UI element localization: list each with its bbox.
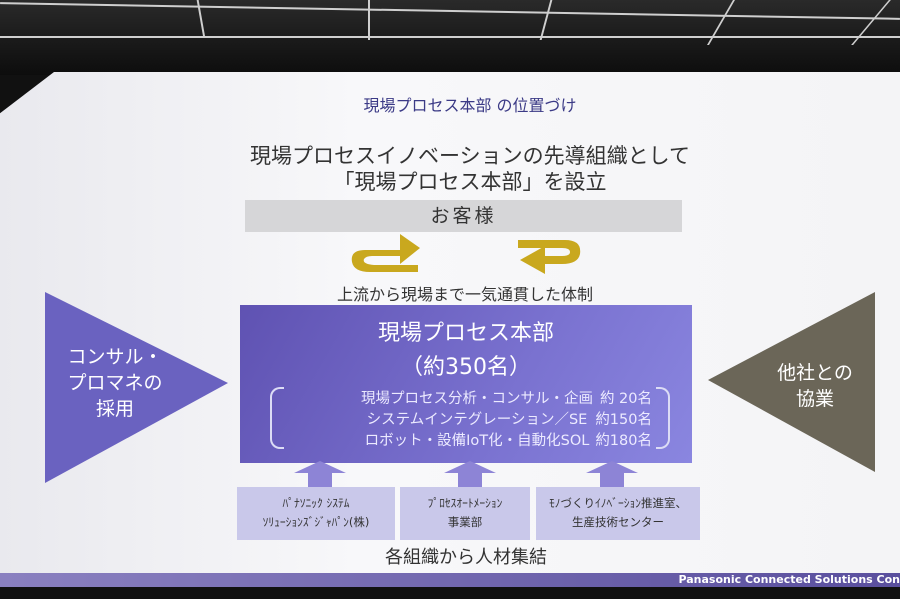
ceiling-beam [368, 0, 370, 40]
ceiling-beam [0, 36, 900, 38]
division-count: 約150名 [595, 412, 652, 428]
cycle-arrow-right-icon [518, 240, 581, 274]
subtitle-line2: 「現場プロセス本部」を設立 [333, 170, 607, 194]
source-box-line: ﾌﾟﾛｾｽｵｰﾄﾒｰｼｮﾝ [427, 496, 503, 510]
division-label: ロボット・設備IoT化・自動化SOL [364, 433, 590, 449]
source-box-pssj: ﾊﾟﾅｿﾆｯｸ ｼｽﾃﾑ ｿﾘｭｰｼｮﾝｽﾞｼﾞｬﾊﾟﾝ(株) [237, 487, 395, 540]
subtitle-line1: 現場プロセスイノベーションの先導組織として [250, 144, 690, 168]
source-box-line: 生産技術センター [572, 515, 664, 529]
up-arrow-icon [586, 461, 638, 487]
slide-title: 現場プロセス本部 の位置づけ [363, 96, 577, 115]
source-box-line: ﾊﾟﾅｿﾆｯｸ ｼｽﾃﾑ [282, 496, 350, 510]
source-box-monozukuri: ﾓﾉづくりｲﾉﾍﾞｰｼｮﾝ推進室、生産技術センター [536, 487, 700, 540]
bottom-label: 各組織から人材集結 [385, 547, 547, 568]
source-box-process-automation: ﾌﾟﾛｾｽｵｰﾄﾒｰｼｮﾝ 事業部 [400, 487, 530, 540]
division-count: 約 20名 [599, 391, 652, 407]
left-triangle-line: プロマネの [67, 372, 163, 394]
main-org-title: 現場プロセス本部 [377, 321, 554, 346]
right-bracket [656, 387, 670, 449]
flow-label: 上流から現場まで一気通貫した体制 [336, 285, 593, 304]
ceiling-beam [0, 2, 900, 20]
left-triangle-line: 採用 [95, 398, 134, 420]
source-box-line: ｿﾘｭｰｼｮﾝｽﾞｼﾞｬﾊﾟﾝ(株) [262, 515, 370, 529]
left-bracket [270, 387, 284, 449]
division-count: 約180名 [595, 433, 652, 449]
ceiling [0, 0, 900, 75]
up-arrow-icon [294, 461, 346, 487]
division-label: 現場プロセス分析・コンサル・企画 [361, 391, 593, 407]
division-row: 現場プロセス分析・コンサル・企画約 20名 [302, 387, 652, 408]
division-label: システムインテグレーション／SE [366, 412, 588, 428]
source-box-line: 事業部 [447, 515, 483, 529]
division-row: システムインテグレーション／SE 約150名 [302, 408, 652, 429]
right-triangle-line: 他社との [777, 362, 853, 384]
footer-bar: Panasonic Connected Solutions Con [0, 573, 900, 587]
division-row: ロボット・設備IoT化・自動化SOL 約180名 [302, 429, 652, 450]
ceiling-beam [851, 0, 891, 45]
up-arrow-icon [444, 461, 496, 487]
cycle-arrows [351, 234, 581, 274]
ceiling-beam [707, 0, 735, 45]
left-triangle-line: コンサル・ [67, 346, 163, 368]
footer-text: Panasonic Connected Solutions Con [678, 573, 900, 586]
source-box-line: ﾓﾉづくりｲﾉﾍﾞｰｼｮﾝ推進室、 [549, 496, 687, 510]
left-triangle-text: コンサル・ プロマネの 採用 [50, 344, 180, 422]
right-triangle-text: 他社との 協業 [765, 360, 865, 412]
customer-bar: お客様 [245, 200, 682, 232]
main-org-count: （約350名） [401, 355, 531, 380]
main-org-box: 現場プロセス本部 （約350名） 現場プロセス分析・コンサル・企画約 20名 シ… [240, 305, 692, 463]
ceiling-beam [539, 0, 553, 40]
cycle-arrow-left-icon [351, 234, 420, 272]
right-triangle-line: 協業 [795, 388, 834, 410]
